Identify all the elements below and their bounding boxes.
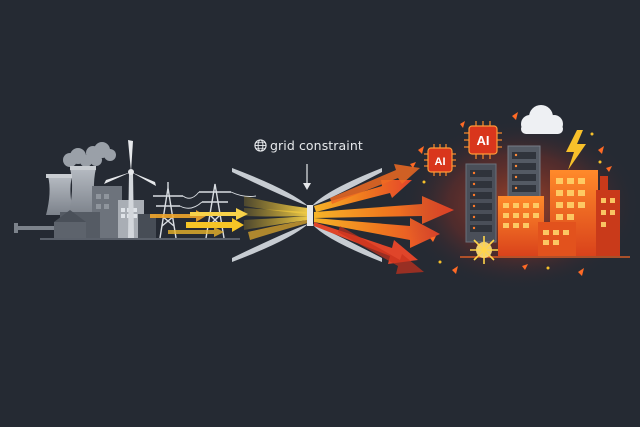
building-icon [460, 170, 630, 258]
ai-chip-icon: AI AI [424, 121, 502, 176]
converging-energy-streams [244, 196, 308, 240]
wind-turbine-icon [104, 140, 156, 238]
spark-icon [410, 112, 612, 276]
ai-chip-label: AI [477, 133, 490, 148]
grid-constraint-label: grid constraint [270, 138, 363, 153]
down-arrow-icon [303, 164, 311, 190]
lightning-icon [566, 130, 586, 170]
supply-flow-arrows [150, 208, 248, 237]
demand-flow-arrows [314, 164, 454, 274]
ai-chip-label: AI [435, 156, 446, 168]
transmission-tower-icon [153, 182, 257, 239]
cloud-icon [521, 105, 563, 134]
smoke-cloud [63, 142, 116, 167]
grid-constraint-funnel [232, 168, 382, 262]
globe-icon [254, 139, 267, 152]
constraint-caption: grid constraint [254, 138, 363, 153]
power-plant-icon [14, 142, 240, 240]
